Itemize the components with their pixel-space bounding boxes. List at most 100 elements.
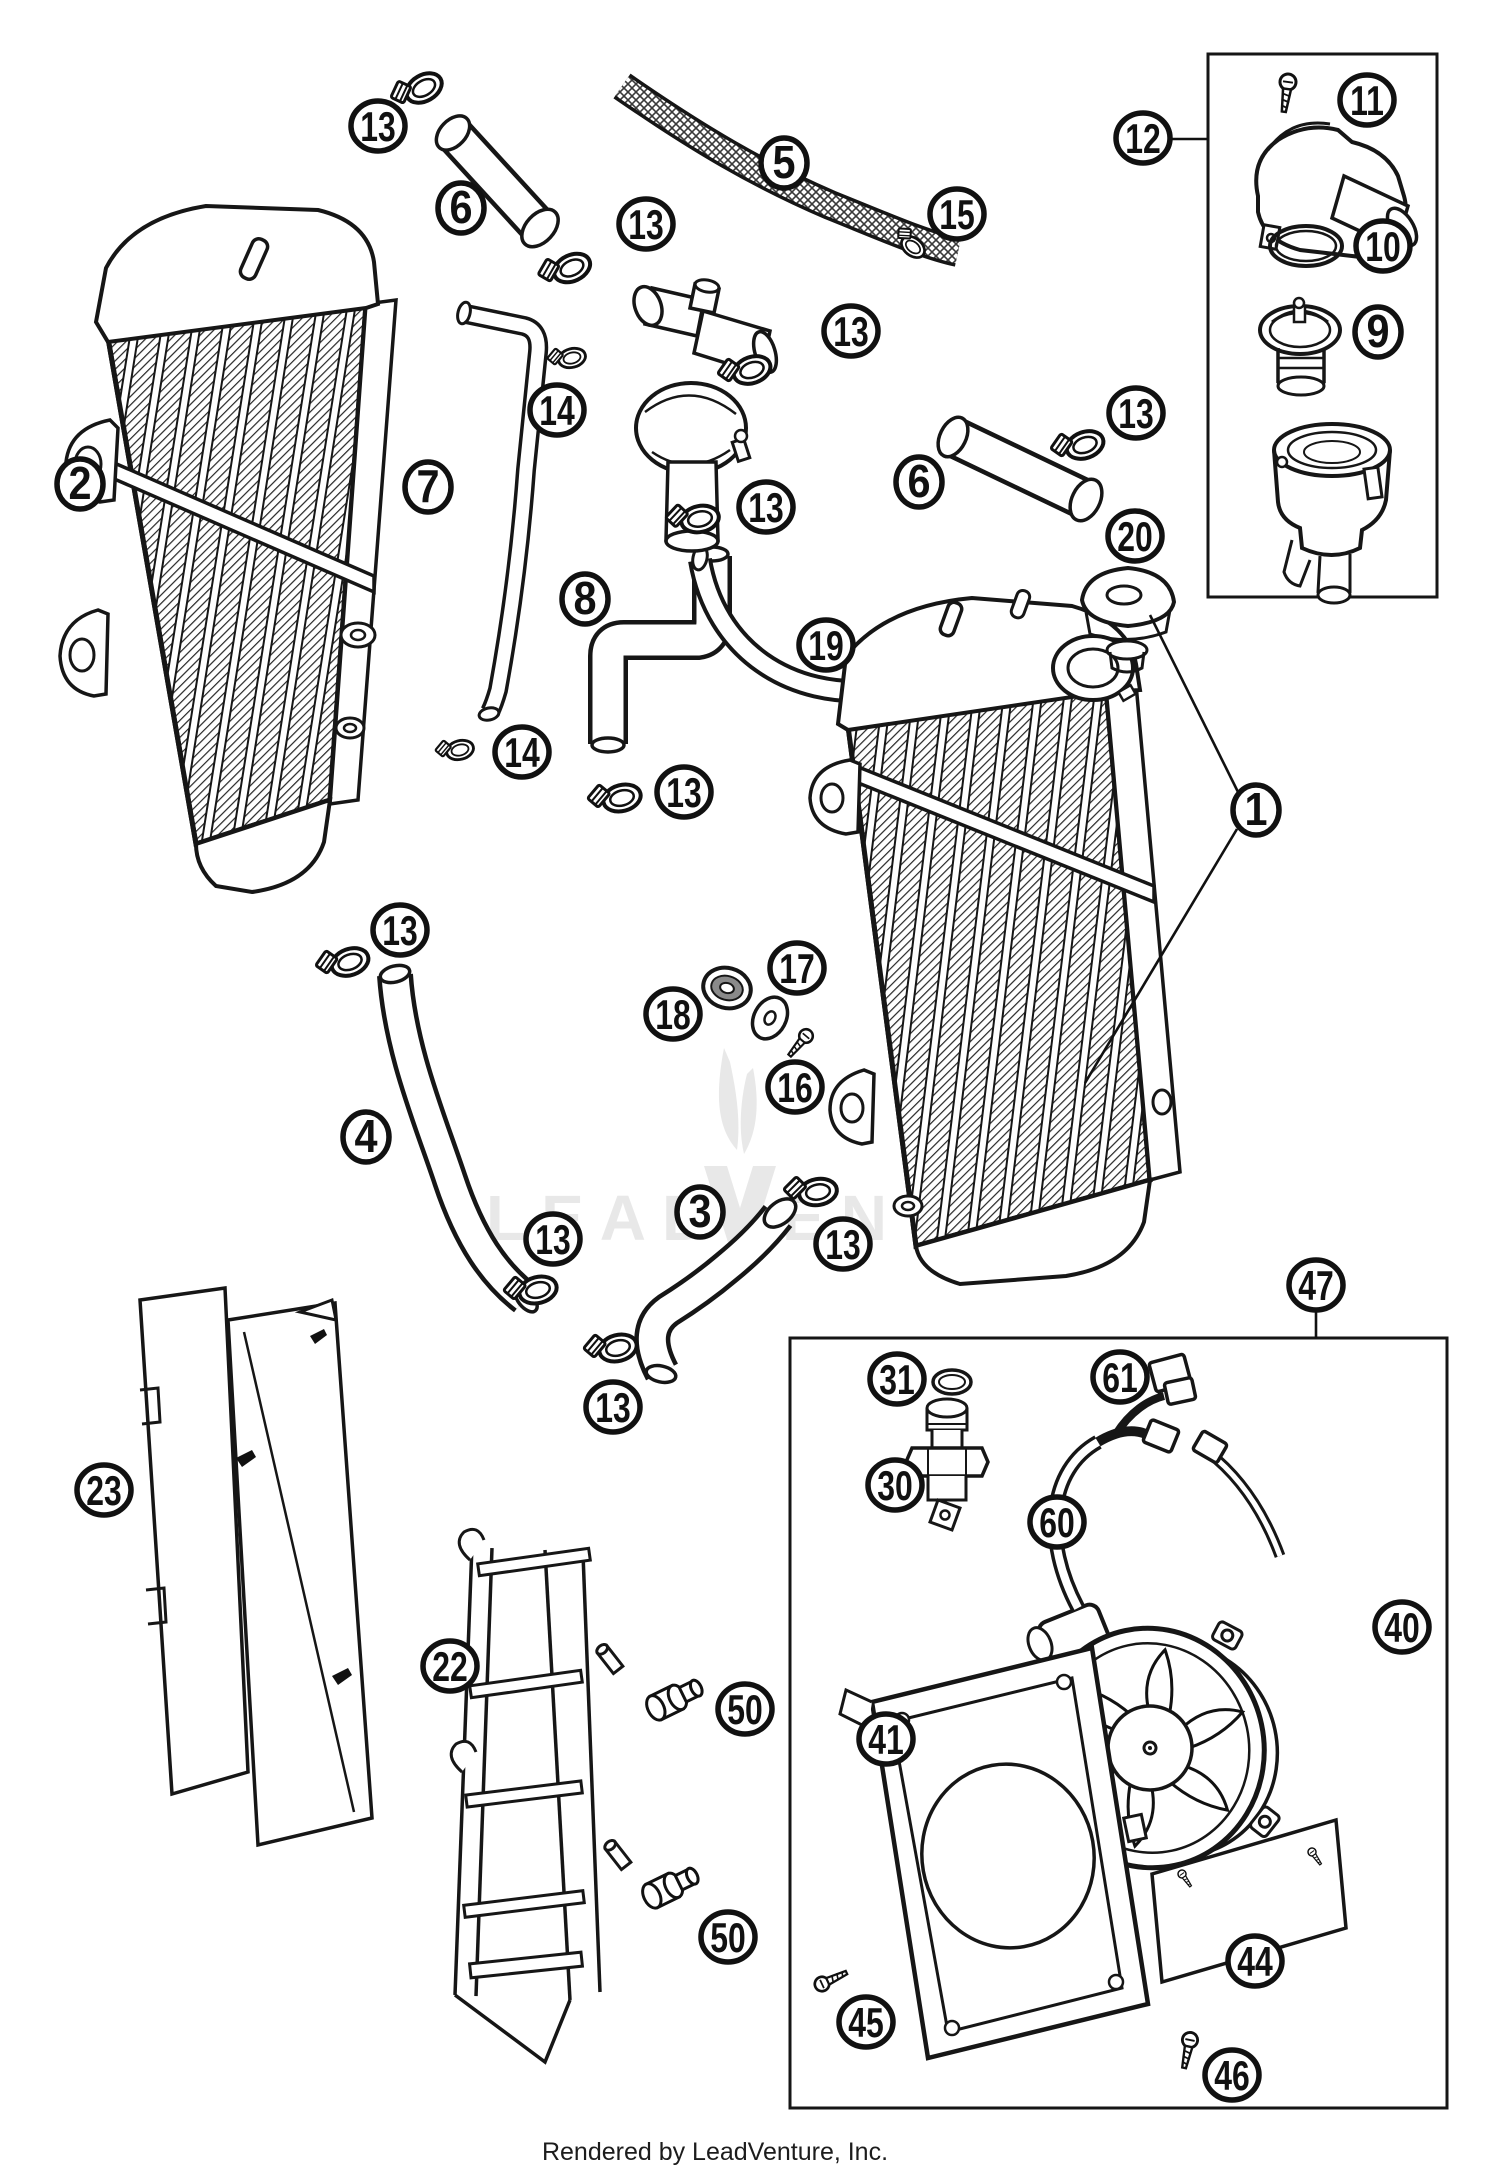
callout-16-screw[interactable]: 16 — [765, 1059, 825, 1115]
callout-20-radiator-cap[interactable]: 20 — [1105, 508, 1165, 564]
svg-text:10: 10 — [1365, 223, 1401, 270]
svg-text:12: 12 — [1125, 115, 1161, 162]
washer — [750, 995, 790, 1041]
svg-text:41: 41 — [868, 1716, 904, 1763]
o-ring — [1268, 224, 1344, 268]
hose-clamp — [578, 1322, 642, 1372]
radiator-right — [808, 588, 1182, 1287]
coolant-hose-lower-right — [634, 1197, 798, 1385]
callout-14-hose-clamp-small[interactable]: 14 — [492, 724, 552, 780]
protection-grille — [449, 1527, 633, 2065]
svg-text:6: 6 — [449, 182, 472, 234]
callout-14-hose-clamp-small[interactable]: 14 — [527, 382, 587, 438]
svg-text:13: 13 — [666, 769, 702, 816]
callout-1-radiator-right[interactable]: 1 — [1230, 782, 1282, 838]
svg-text:47: 47 — [1298, 1262, 1334, 1309]
callout-13-hose-clamp[interactable]: 13 — [370, 902, 430, 958]
coolant-tube-mid — [936, 415, 1104, 523]
callout-6-coolant-tube[interactable]: 6 — [893, 454, 945, 510]
louver-panels — [138, 1285, 374, 1848]
svg-text:16: 16 — [777, 1064, 813, 1111]
screw-16 — [783, 1025, 817, 1062]
callout-17-washer[interactable]: 17 — [767, 940, 827, 996]
callout-2-radiator-left[interactable]: 2 — [54, 456, 106, 512]
callout-41-fan-bracket[interactable]: 41 — [856, 1711, 916, 1767]
callout-23-louver[interactable]: 23 — [74, 1462, 134, 1518]
svg-text:2: 2 — [68, 458, 91, 510]
watermark-text-left: LEAD — [486, 1182, 724, 1254]
svg-text:22: 22 — [432, 1643, 468, 1690]
callout-40-cooling-fan[interactable]: 40 — [1372, 1599, 1432, 1655]
callout-31-o-ring-small[interactable]: 31 — [867, 1351, 927, 1407]
hose-clamp-small — [431, 731, 478, 767]
mounting-plate — [1150, 1817, 1348, 1985]
callout-44-mounting-plate[interactable]: 44 — [1225, 1933, 1285, 1989]
svg-text:4: 4 — [354, 1111, 378, 1163]
svg-text:13: 13 — [748, 484, 784, 531]
svg-text:15: 15 — [939, 191, 975, 238]
callout-13-hose-clamp[interactable]: 13 — [821, 303, 881, 359]
callout-13-hose-clamp[interactable]: 13 — [583, 1379, 643, 1435]
callout-13-hose-clamp[interactable]: 13 — [813, 1216, 873, 1272]
callout-60-wiring-harness[interactable]: 60 — [1027, 1494, 1087, 1550]
svg-text:9: 9 — [1366, 306, 1389, 358]
callout-13-hose-clamp[interactable]: 13 — [736, 479, 796, 535]
leader-lines — [1083, 137, 1318, 1338]
callout-3-coolant-hose[interactable]: 3 — [674, 1184, 726, 1240]
hose-clamp — [531, 240, 597, 296]
callout-10-o-ring[interactable]: 10 — [1353, 218, 1413, 274]
svg-text:13: 13 — [535, 1216, 571, 1263]
rubber-plug — [637, 1860, 704, 1913]
screw-11 — [1274, 71, 1299, 115]
hose-clamp-small — [543, 339, 590, 375]
callout-61-relay[interactable]: 61 — [1090, 1349, 1150, 1405]
svg-text:60: 60 — [1039, 1499, 1075, 1546]
callout-47-fan-kit[interactable]: 47 — [1286, 1257, 1346, 1313]
callout-13-hose-clamp[interactable]: 13 — [654, 764, 714, 820]
svg-text:30: 30 — [877, 1462, 913, 1509]
callout-12-thermostat-housing-kit[interactable]: 12 — [1113, 110, 1173, 166]
callout-13-hose-clamp[interactable]: 13 — [1106, 385, 1166, 441]
rubber-plug — [641, 1672, 708, 1725]
callout-50-rubber-plug[interactable]: 50 — [698, 1909, 758, 1965]
coolant-tube-upper — [434, 114, 560, 249]
fan-kit-box — [788, 1336, 1449, 2110]
callout-30-thermo-switch[interactable]: 30 — [865, 1457, 925, 1513]
callout-6-coolant-tube[interactable]: 6 — [435, 180, 487, 236]
callout-13-hose-clamp[interactable]: 13 — [616, 196, 676, 252]
callout-4-coolant-hose[interactable]: 4 — [340, 1109, 392, 1165]
svg-text:17: 17 — [779, 945, 815, 992]
svg-text:23: 23 — [86, 1467, 122, 1514]
callout-19-coolant-hose[interactable]: 19 — [796, 617, 856, 673]
callout-11-screw[interactable]: 11 — [1337, 72, 1397, 128]
callout-46-screw[interactable]: 46 — [1202, 2047, 1262, 2103]
callout-5-braided-hose[interactable]: 5 — [758, 135, 810, 191]
svg-text:61: 61 — [1102, 1354, 1138, 1401]
callout-9-thermostat[interactable]: 9 — [1352, 304, 1404, 360]
svg-text:13: 13 — [833, 308, 869, 355]
leadventure-flame-v-logo — [704, 1048, 776, 1252]
callout-7-vent-hose[interactable]: 7 — [402, 459, 454, 515]
callout-13-hose-clamp[interactable]: 13 — [348, 98, 408, 154]
svg-text:7: 7 — [416, 461, 439, 513]
svg-text:45: 45 — [848, 1999, 884, 2046]
callout-22-protection-grille[interactable]: 22 — [420, 1638, 480, 1694]
svg-text:31: 31 — [879, 1356, 915, 1403]
svg-text:50: 50 — [710, 1914, 746, 1961]
svg-text:6: 6 — [907, 456, 930, 508]
svg-text:14: 14 — [539, 387, 575, 434]
svg-text:19: 19 — [808, 622, 844, 669]
svg-text:14: 14 — [504, 729, 540, 776]
svg-text:3: 3 — [688, 1186, 711, 1238]
callout-8-coolant-hose[interactable]: 8 — [559, 571, 611, 627]
callout-13-hose-clamp[interactable]: 13 — [523, 1211, 583, 1267]
radiator-cap — [1079, 565, 1177, 674]
callout-18-grommet[interactable]: 18 — [643, 986, 703, 1042]
callout-15-wire-clamp[interactable]: 15 — [927, 186, 987, 242]
callout-45-screw[interactable]: 45 — [836, 1994, 896, 2050]
svg-text:20: 20 — [1117, 513, 1153, 560]
callout-50-rubber-plug[interactable]: 50 — [715, 1681, 775, 1737]
vent-hose — [456, 300, 549, 722]
svg-text:18: 18 — [655, 991, 691, 1038]
leader-line-1 — [1148, 614, 1240, 793]
